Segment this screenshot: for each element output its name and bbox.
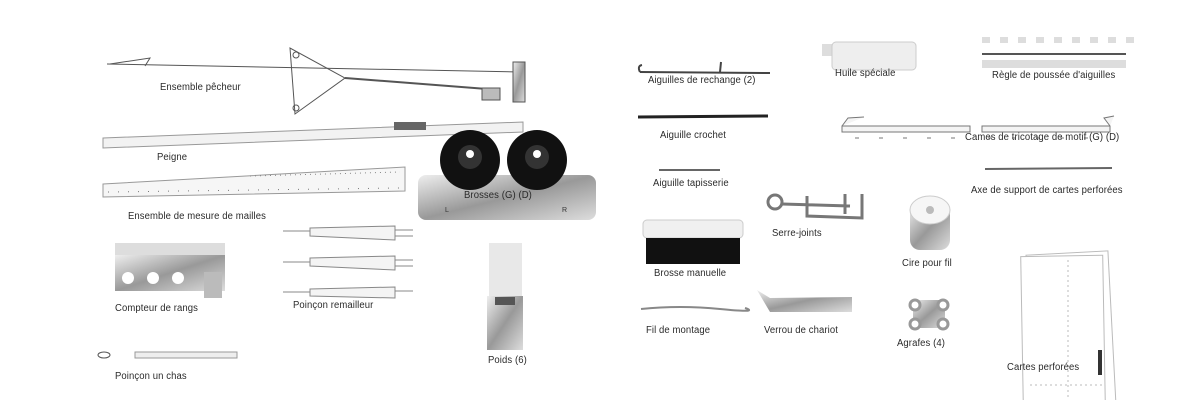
brush-mark-left: L [445, 207, 449, 214]
label-brosses: Brosses (G) (D) [464, 190, 532, 201]
label-cire-pour-fil: Cire pour fil [902, 258, 952, 269]
label-brosse-manuelle: Brosse manuelle [654, 268, 727, 279]
brosse-manuelle-image [642, 219, 744, 264]
brush-mark-right: R [562, 207, 567, 214]
regle-poussee-image [982, 37, 1140, 68]
label-ensemble-pecheur: Ensemble pêcheur [160, 82, 241, 93]
label-aiguille-tapisserie: Aiguille tapisserie [653, 178, 729, 189]
label-poincon-un-chas: Poinçon un chas [115, 371, 187, 382]
label-huile-speciale: Huile spéciale [835, 68, 896, 79]
cames-tricotage-image [841, 115, 1115, 139]
brosses-image: L R [418, 130, 596, 220]
label-serre-joints: Serre-joints [772, 228, 822, 239]
label-axe-support-cartes: Axe de support de cartes perforées [971, 185, 1123, 196]
compteur-rangs-image [115, 243, 225, 298]
poids-image [487, 243, 523, 350]
label-poincon-remailleur: Poinçon remailleur [293, 300, 374, 311]
axe-support-cartes-image [984, 167, 1113, 170]
poincon-un-chas-image [97, 351, 238, 359]
label-cartes-perforees: Cartes perforées [1007, 362, 1080, 373]
ensemble-pecheur-image [106, 47, 526, 115]
aiguilles-rechange-image [637, 61, 771, 74]
ensemble-mesure-mailles-image [102, 166, 406, 198]
peigne-image [102, 121, 524, 149]
label-compteur-rangs: Compteur de rangs [115, 303, 198, 314]
label-agrafes: Agrafes (4) [897, 338, 946, 349]
cire-pour-fil-image [909, 195, 951, 250]
label-ensemble-mesure-mailles: Ensemble de mesure de mailles [128, 211, 266, 222]
serre-joints-image [766, 193, 864, 220]
agrafes-image [908, 298, 950, 331]
fil-montage-image [640, 306, 751, 312]
label-aiguilles-rechange: Aiguilles de rechange (2) [648, 75, 756, 86]
huile-speciale-image [822, 41, 917, 71]
cartes-perforees-image [1020, 250, 1117, 400]
label-cames-tricotage: Cames de tricotage de motif (G) (D) [965, 132, 1120, 143]
verrou-chariot-image [757, 290, 852, 312]
label-aiguille-crochet: Aiguille crochet [660, 130, 726, 141]
label-regle-poussee: Règle de poussée d'aiguilles [992, 70, 1116, 81]
label-poids: Poids (6) [488, 355, 527, 366]
label-fil-montage: Fil de montage [646, 325, 711, 336]
label-verrou-chariot: Verrou de chariot [764, 325, 838, 336]
label-peigne: Peigne [157, 152, 188, 163]
aiguille-crochet-image [637, 114, 769, 119]
poincon-remailleur-image [283, 225, 413, 299]
